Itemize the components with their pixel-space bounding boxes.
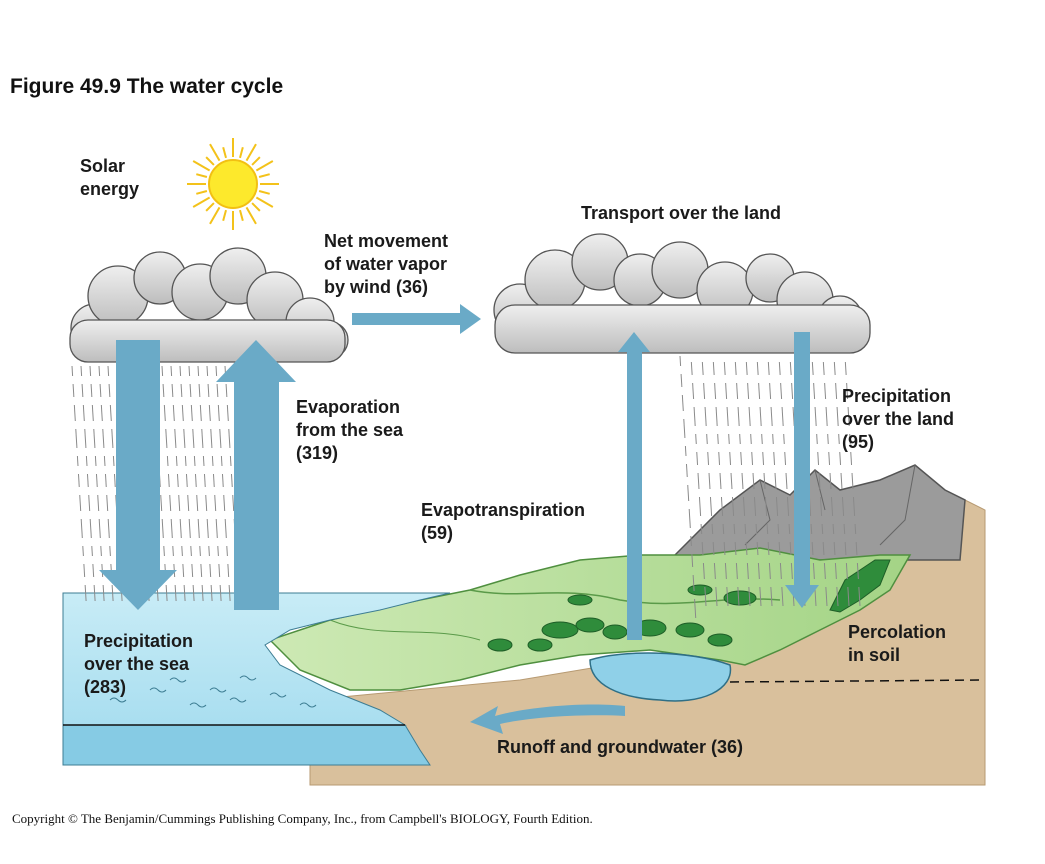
label-transport-over-land: Transport over the land: [581, 202, 781, 225]
label-line: energy: [80, 179, 140, 199]
sun-icon: [187, 138, 279, 230]
label-line: (59): [421, 523, 454, 543]
label-line: (319): [296, 443, 339, 463]
label-solar-energy: Solar energy: [80, 155, 139, 201]
label-precipitation-land: Precipitation over the land (95): [842, 385, 954, 454]
evapotranspiration-arrow: [618, 332, 650, 640]
label-line: Net movement: [324, 231, 449, 251]
label-line: Transport over the land: [581, 203, 782, 223]
label-runoff: Runoff and groundwater (36): [497, 736, 743, 759]
label-line: in soil: [848, 645, 901, 665]
label-line: from the sea: [296, 420, 404, 440]
runoff-arrow: [470, 704, 625, 734]
label-precipitation-sea: Precipitation over the sea (283): [84, 630, 193, 699]
label-line: Precipitation: [842, 386, 952, 406]
flow-arrows: [99, 304, 819, 734]
cloud-over-land: [493, 233, 871, 354]
label-line: of water vapor: [324, 254, 448, 274]
label-line: over the land: [842, 409, 955, 429]
label-line: Evapotranspiration: [421, 500, 586, 520]
label-line: Runoff and groundwater (36): [497, 737, 743, 757]
label-evapotranspiration: Evapotranspiration (59): [421, 499, 585, 545]
label-percolation: Percolation in soil: [848, 621, 946, 667]
copyright-notice: Copyright © The Benjamin/Cummings Publis…: [12, 811, 593, 826]
evaporation-arrow: [216, 340, 296, 610]
lake: [589, 652, 732, 702]
label-line: Solar: [80, 156, 126, 176]
label-line: Evaporation: [296, 397, 401, 417]
label-line: (283): [84, 677, 127, 697]
label-line: Percolation: [848, 622, 947, 642]
label-line: by wind (36): [324, 277, 429, 297]
vegetation: [487, 559, 891, 652]
label-net-movement: Net movement of water vapor by wind (36): [324, 230, 448, 299]
figure-title: Figure 49.9 The water cycle: [10, 75, 284, 98]
precip-land-arrow: [785, 332, 819, 608]
wind-arrow: [352, 304, 481, 334]
label-evaporation: Evaporation from the sea (319): [296, 396, 403, 465]
label-line: Precipitation: [84, 631, 194, 651]
sea-deep: [62, 724, 431, 766]
cloud-over-sea: [69, 247, 349, 363]
label-line: over the sea: [84, 654, 190, 674]
precip-sea-arrow: [99, 340, 177, 610]
label-line: (95): [842, 432, 875, 452]
